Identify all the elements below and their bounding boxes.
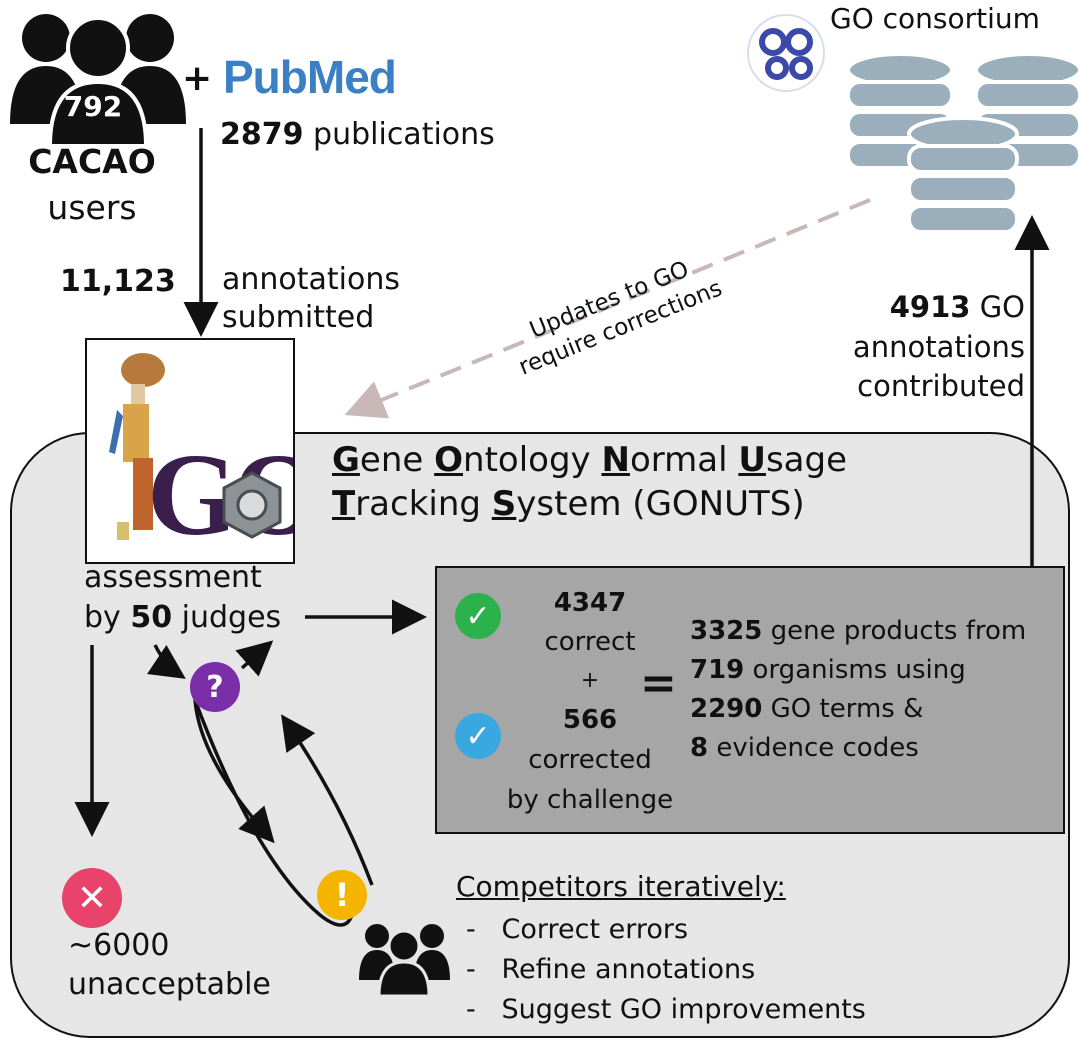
- corrected-label-line2: by challenge: [506, 785, 674, 815]
- exclamation-icon: !: [317, 870, 367, 920]
- gonuts-title-word-4: Usage: [738, 440, 848, 480]
- corrected-count: 566: [562, 705, 618, 735]
- competitors-list: - Correct errors - Refine annotations - …: [466, 910, 866, 1030]
- go-consortium-label: GO consortium: [830, 2, 1040, 35]
- contributed-label-line3: contributed: [857, 369, 1025, 403]
- gonuts-mascot-icon: [109, 353, 165, 540]
- submitted-label-line1: annotations: [222, 262, 401, 297]
- gonuts-logo: GO: [85, 338, 295, 564]
- results-plus: +: [580, 668, 600, 693]
- question-icon: ?: [190, 662, 240, 712]
- stat-row: 8 evidence codes: [690, 733, 919, 763]
- stat-row: 3325 gene products from: [690, 616, 1027, 646]
- pubmed-logo-text: PubMed: [223, 51, 397, 103]
- users-label-line1: CACAO: [28, 142, 156, 181]
- go-consortium-logo-icon: [747, 14, 825, 92]
- cycle-up-arrow: [281, 714, 374, 886]
- submitted-label-line2: submitted: [222, 300, 375, 335]
- check-green-icon: ✓: [455, 593, 501, 639]
- contributed-count: 4913: [889, 290, 971, 324]
- stat-row: 2290 GO terms &: [690, 694, 924, 724]
- contributed-label-line2: annotations: [852, 330, 1025, 364]
- hex-nut-icon: [222, 471, 282, 539]
- publications-text: 2879 publications: [220, 117, 495, 152]
- cross-icon: ✕: [62, 868, 122, 928]
- users-label-line2: users: [47, 188, 137, 227]
- gonuts-title-word-3: Normal: [601, 440, 739, 480]
- gonuts-title-line2: Tracking System (GONUTS): [332, 484, 805, 524]
- publications-label: publications: [313, 117, 495, 152]
- correct-label: correct: [544, 627, 636, 657]
- unacceptable-count: ~6000: [68, 928, 170, 963]
- gonuts-title-word-5: Tracking: [332, 484, 492, 524]
- plus-sign: +: [182, 58, 213, 99]
- pubmed-logo: PubMed: [223, 51, 397, 104]
- question-to-judges-arrow: [235, 640, 274, 677]
- results-box: [435, 566, 1065, 834]
- results-stats: 3325 gene products from 719 organisms us…: [690, 612, 1026, 768]
- correct-count: 4347: [553, 588, 627, 618]
- publications-count: 2879: [220, 117, 304, 152]
- gonuts-title-word-6: System (GONUTS): [491, 484, 805, 524]
- to-question-arrow: [146, 644, 186, 679]
- competitors-icon: [359, 924, 450, 998]
- contributed-line1: 4913 GO: [830, 290, 1025, 324]
- assessment-line2: by 50 judges: [84, 600, 282, 635]
- list-item: - Correct errors: [466, 914, 689, 945]
- judges-count: 50: [130, 600, 173, 635]
- cycle-down-arrow: [193, 699, 275, 844]
- cycle-loop-left: [193, 699, 354, 927]
- users-count: 792: [63, 90, 123, 123]
- competitors-heading: Competitors iteratively:: [456, 870, 786, 903]
- updates-dashed-arrow: [344, 198, 871, 419]
- users-icon: [10, 14, 186, 148]
- database-icon: [846, 52, 1080, 234]
- contributed-label-line1: GO: [979, 290, 1025, 324]
- gonuts-title-word-2: Ontology: [434, 440, 602, 480]
- stat-row: 719 organisms using: [690, 655, 966, 685]
- gonuts-title-line1: Gene Ontology Normal Usage: [332, 440, 847, 480]
- check-blue-icon: ✓: [455, 713, 501, 759]
- unacceptable-label: unacceptable: [68, 967, 271, 1002]
- assessment-line1: assessment: [84, 560, 262, 595]
- list-item: - Refine annotations: [466, 954, 756, 985]
- gonuts-title-word-1: Gene: [332, 440, 435, 480]
- corrected-label-line1: corrected: [528, 745, 652, 775]
- list-item: - Suggest GO improvements: [466, 994, 866, 1025]
- results-equals: =: [640, 658, 677, 709]
- submitted-count: 11,123: [60, 264, 176, 299]
